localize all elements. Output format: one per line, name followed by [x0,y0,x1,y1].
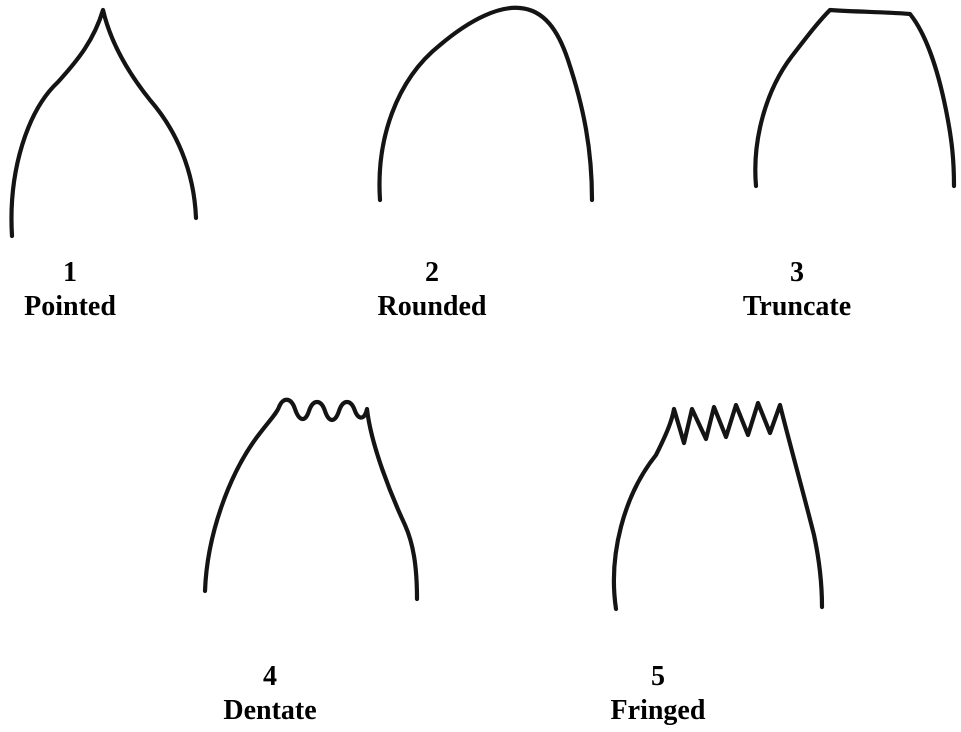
shape-number: 5 [588,660,728,694]
dentate-tip-figure [195,385,430,610]
fringed-tip-figure [600,385,840,615]
rounded-tip-outline [360,0,600,220]
shape-number: 1 [0,256,140,290]
shape-name: Truncate [727,290,867,324]
caption-fringed: 5 Fringed [588,660,728,728]
shape-number: 4 [200,660,340,694]
shape-name: Fringed [588,694,728,728]
shape-number: 3 [727,256,867,290]
shape-name: Pointed [0,290,140,324]
pointed-tip-figure [0,0,230,250]
fringed-tip-outline [600,385,840,615]
caption-rounded: 2 Rounded [362,256,502,324]
truncate-tip-outline [740,0,961,200]
truncate-tip-figure [740,0,961,200]
pointed-tip-outline [0,0,230,250]
shape-number: 2 [362,256,502,290]
caption-truncate: 3 Truncate [727,256,867,324]
rounded-tip-figure [360,0,600,220]
caption-pointed: 1 Pointed [0,256,140,324]
caption-dentate: 4 Dentate [200,660,340,728]
shape-name: Dentate [200,694,340,728]
dentate-tip-outline [195,385,430,610]
shape-name: Rounded [362,290,502,324]
